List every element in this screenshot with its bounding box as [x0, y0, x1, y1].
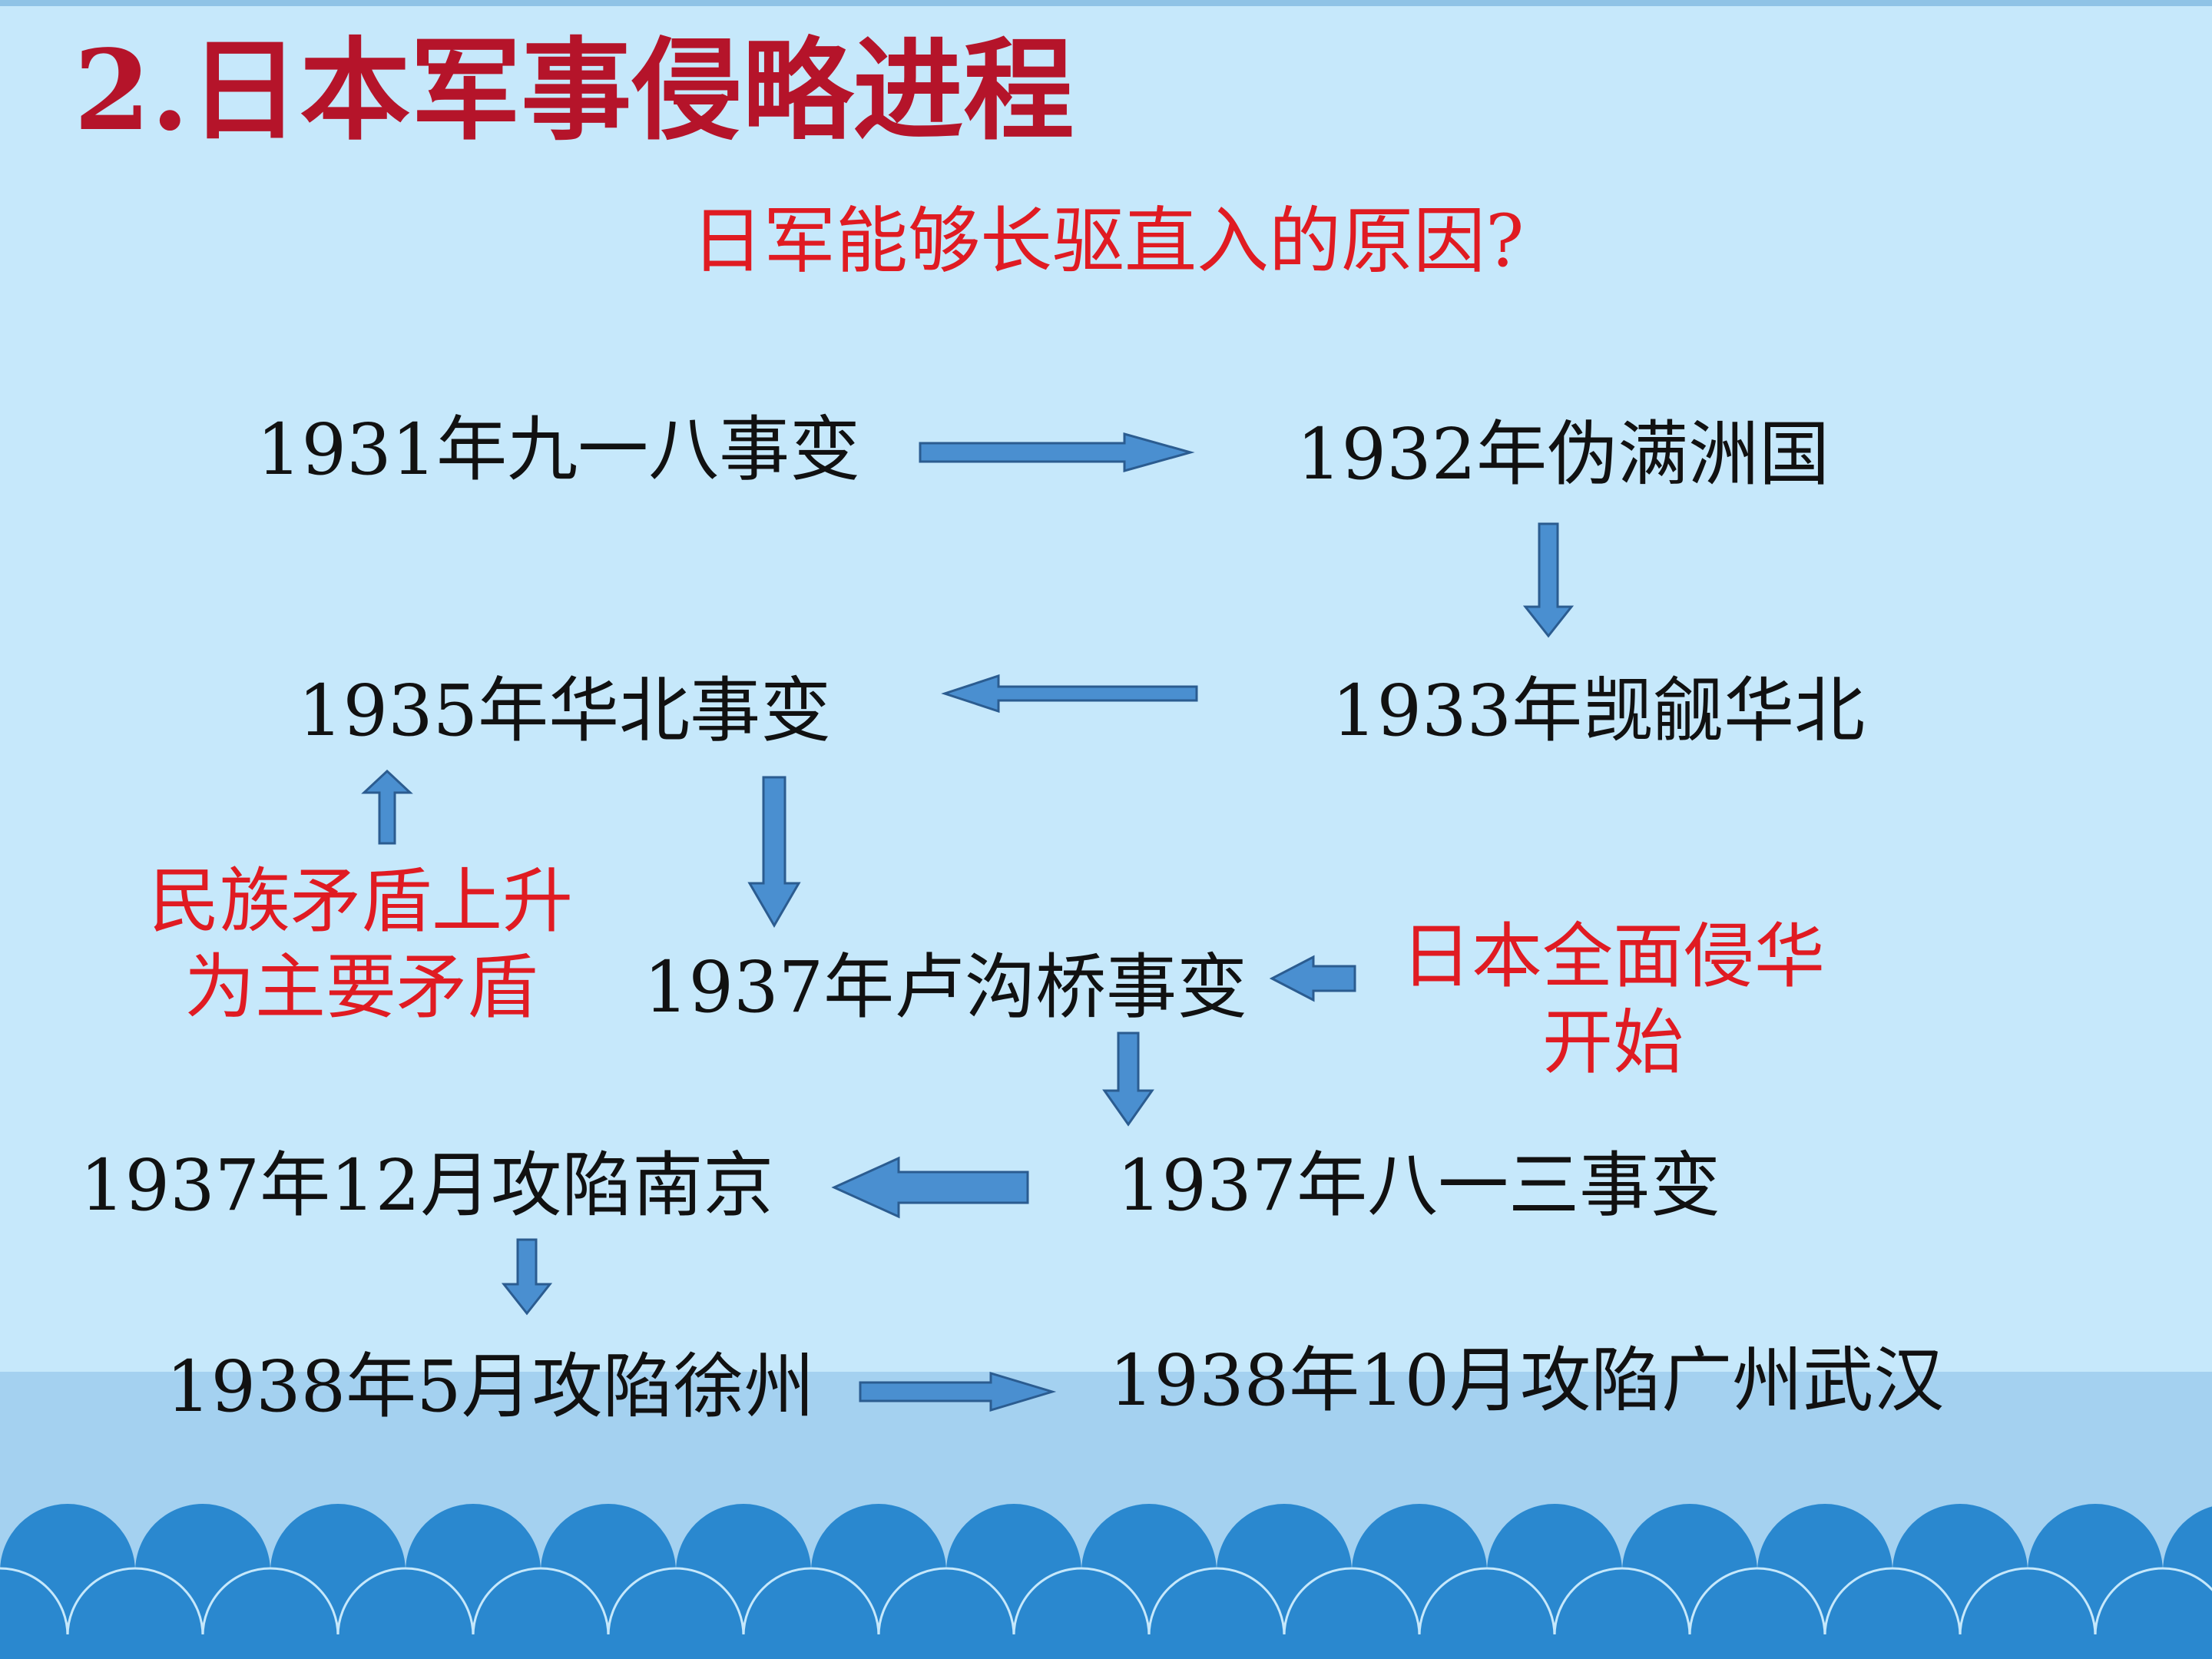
arrow-right-xuzhou-guangzhou	[859, 1371, 1057, 1412]
slide-title: 2.日本军事侵略进程	[74, 25, 1075, 155]
note-contradiction-rise: 民族矛盾上升为主要矛盾	[148, 860, 573, 1029]
node-1937-nanjing: 1937年12月攻陷南京	[80, 1144, 774, 1227]
node-1932-manchukuo: 1932年伪满洲国	[1296, 413, 1830, 495]
node-1931-mukden-incident: 1931年九一八事变	[257, 409, 861, 491]
arrow-left-note-lugou	[1269, 955, 1356, 1002]
arrow-down-1935-1937	[747, 776, 801, 928]
node-1935-north-china-incident: 1935年华北事变	[298, 670, 832, 752]
arrow-right-1931-1932	[919, 432, 1195, 472]
top-border	[0, 0, 2212, 6]
node-1938-xuzhou: 1938年5月攻陷徐州	[166, 1346, 815, 1428]
arrow-down-1932-1933	[1522, 522, 1575, 638]
arrow-left-1933-1935	[941, 674, 1198, 714]
node-1938-guangzhou-wuhan: 1938年10月攻陷广州武汉	[1109, 1339, 1945, 1422]
arrow-down-lugou-bayisan	[1102, 1031, 1154, 1127]
node-1937-lugou-bridge: 1937年卢沟桥事变	[644, 946, 1248, 1028]
node-1933-north-china: 1933年觊觎华北	[1332, 670, 1866, 752]
note-full-invasion-start: 日本全面侵华开始	[1400, 916, 1825, 1084]
arrow-left-bayisan-nanjing	[831, 1156, 1029, 1219]
arrow-down-nanjing-xuzhou	[501, 1238, 553, 1316]
node-1937-bayisan: 1937年八一三事变	[1117, 1144, 1721, 1227]
wave-base-fill	[0, 1634, 2212, 1659]
arrow-up-note-1935	[361, 769, 413, 845]
question-text: 日军能够长驱直入的原因?	[691, 200, 1525, 283]
